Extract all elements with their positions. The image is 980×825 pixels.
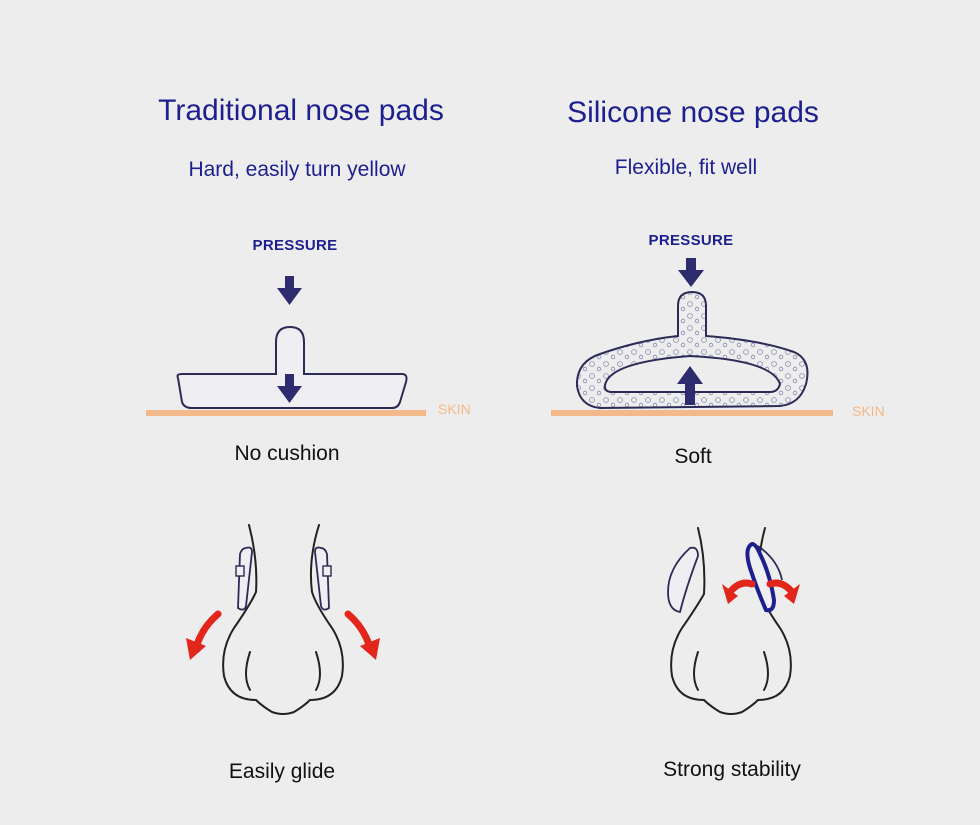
right-internal-arrow <box>677 366 703 405</box>
left-nose-drawing <box>222 524 344 715</box>
right-stability-arrow-left <box>722 579 756 604</box>
left-nose-pads <box>235 546 332 611</box>
right-pad-caption: Soft <box>674 445 712 468</box>
left-nose-caption: Easily glide <box>228 760 336 783</box>
right-title: Silicone nose pads <box>567 96 819 129</box>
left-glide-arrow-right <box>344 610 380 660</box>
right-nose-drawing <box>670 527 792 715</box>
left-skin-line <box>146 410 426 416</box>
right-pressure-arrow <box>678 258 704 287</box>
right-skin-line <box>551 410 833 416</box>
left-subtitle: Hard, easily turn yellow <box>188 158 406 181</box>
right-nose-pads <box>667 541 783 614</box>
left-internal-arrow <box>277 374 302 403</box>
left-skin-label: SKIN <box>438 401 471 417</box>
left-hard-pad <box>176 325 408 409</box>
left-title: Traditional nose pads <box>158 94 444 127</box>
left-pressure-arrow <box>277 276 302 305</box>
right-stability-arrow-right <box>766 579 800 604</box>
left-glide-arrow-left <box>186 610 222 660</box>
right-pressure-label: PRESSURE <box>648 232 734 249</box>
left-pressure-label: PRESSURE <box>252 237 338 254</box>
right-subtitle: Flexible, fit well <box>614 156 758 179</box>
left-pad-caption: No cushion <box>234 442 340 465</box>
right-nose-caption: Strong stability <box>663 758 801 781</box>
right-skin-label: SKIN <box>852 403 885 419</box>
